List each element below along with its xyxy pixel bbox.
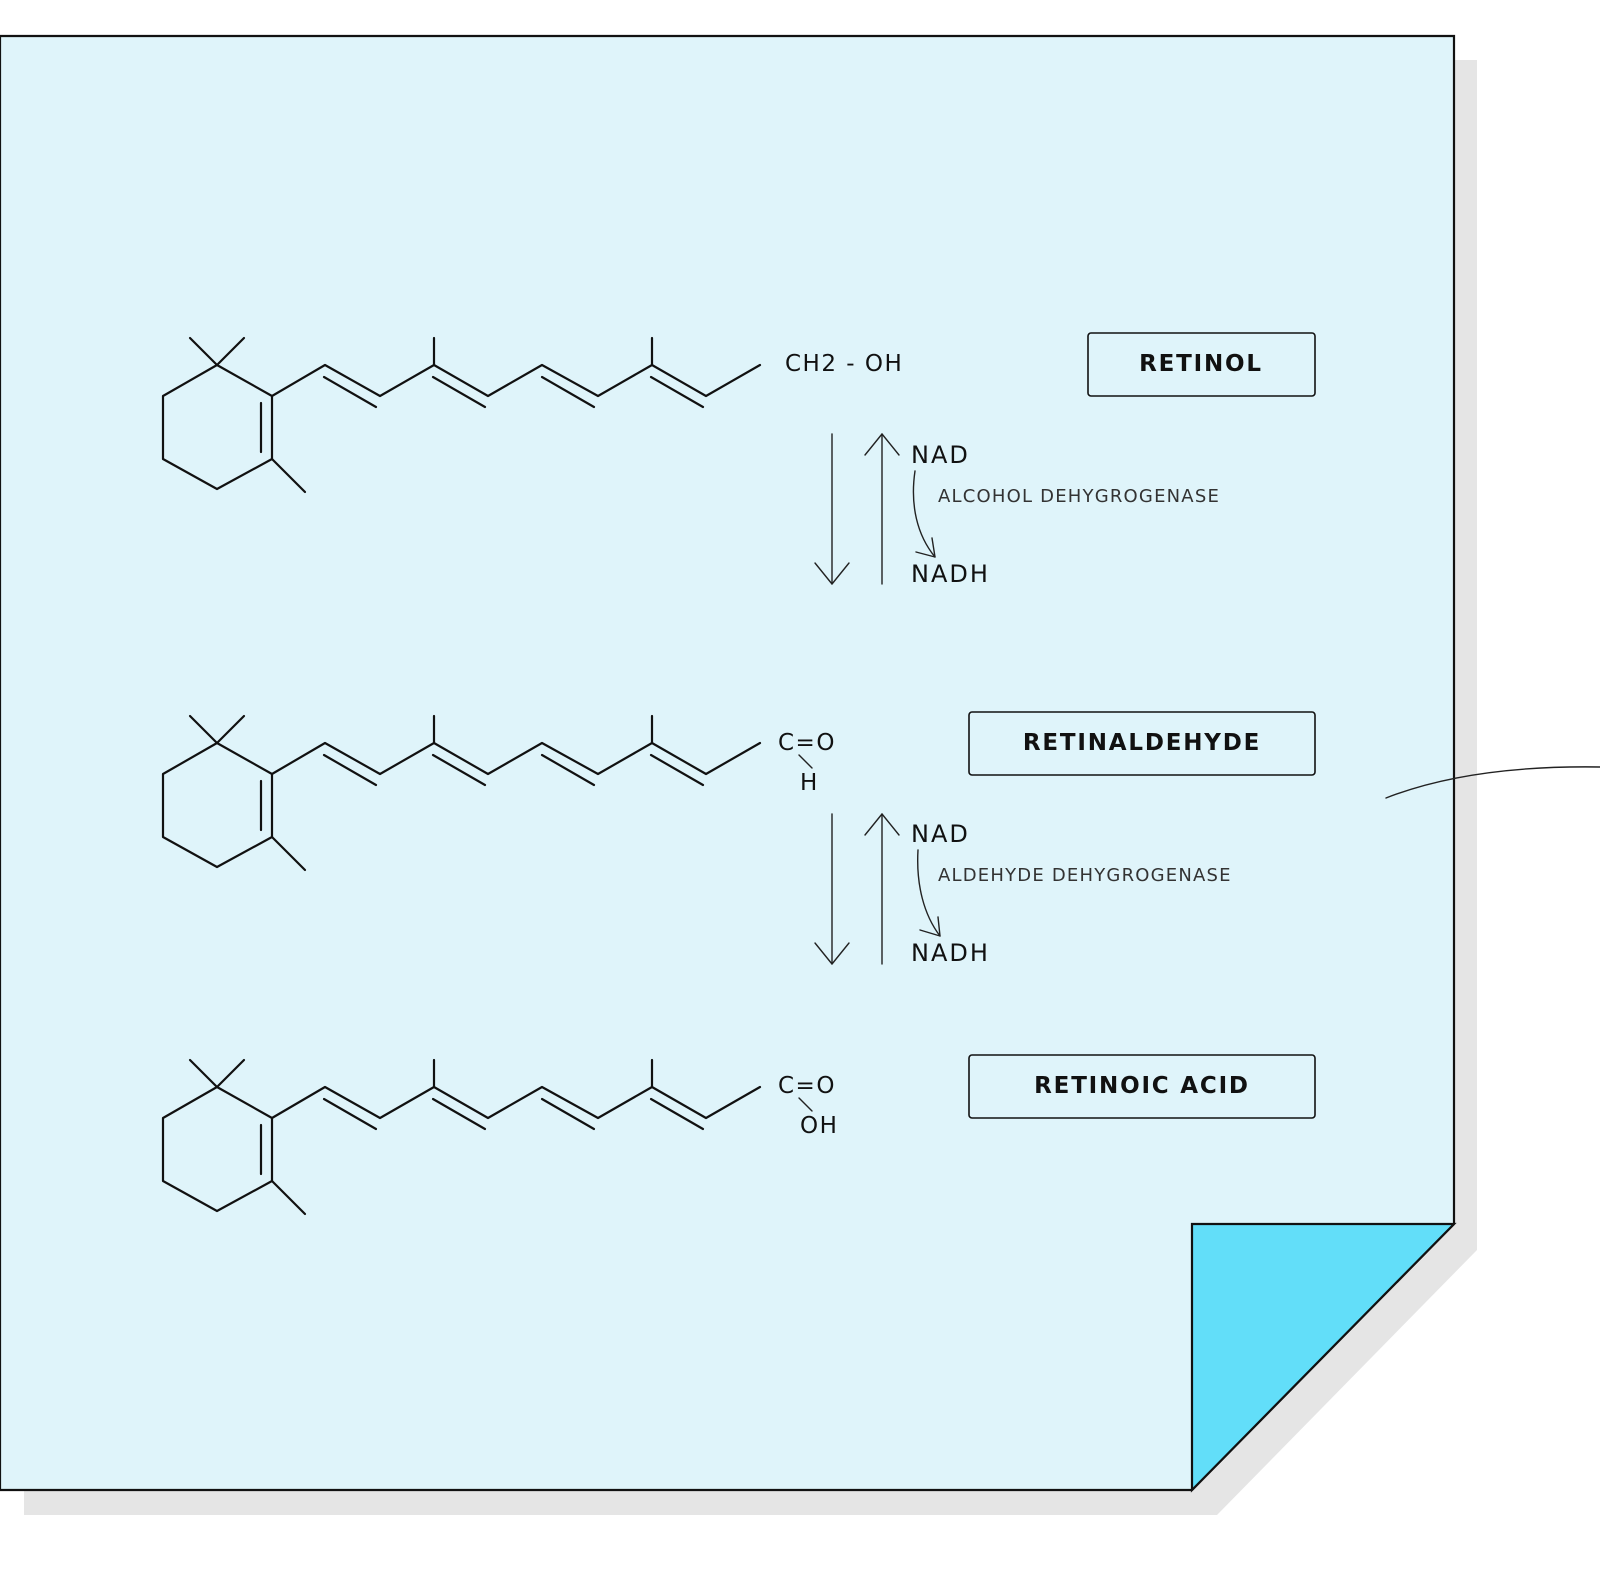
molecule-retinol: CH2 - OH — [161, 336, 903, 494]
end-group-bond — [798, 754, 813, 769]
cofactor-in-label: NAD — [911, 441, 970, 469]
enzyme-label: ALDEHYDE DEHYGROGENASE — [938, 865, 1232, 886]
molecule-skeleton — [161, 336, 762, 494]
cofactor-out-label: NADH — [911, 560, 990, 588]
end-group-label: C=O — [778, 730, 836, 756]
name-box-retinoic-acid: RETINOIC ACID — [968, 1054, 1316, 1119]
molecule-skeleton — [161, 1058, 762, 1216]
forward-arrow-up-icon — [864, 433, 900, 585]
enzyme-label: ALCOHOL DEHYGROGENASE — [938, 486, 1220, 507]
molecule-retinoic-acid: C=O OH — [161, 1058, 838, 1216]
molecule-name: RETINALDEHYDE — [1023, 730, 1261, 756]
name-box-retinol: RETINOL — [1087, 332, 1316, 397]
cofactor-curved-arrow-icon — [912, 470, 936, 558]
end-group-sub-label: H — [800, 770, 819, 796]
name-box-retinaldehyde: RETINALDEHYDE — [968, 711, 1316, 776]
connector-curve — [1385, 766, 1600, 799]
forward-arrow-up-icon — [864, 813, 900, 965]
end-group-sub-label: OH — [800, 1113, 838, 1139]
reaction-step-1: NAD ALCOHOL DEHYGROGENASE NADH — [814, 433, 1220, 588]
molecule-skeleton — [161, 714, 762, 872]
end-group-bond — [798, 1097, 813, 1112]
reaction-step-2: NAD ALDEHYDE DEHYGROGENASE NADH — [814, 813, 1232, 967]
cofactor-out-label: NADH — [911, 939, 990, 967]
cofactor-curved-arrow-icon — [916, 849, 941, 937]
cofactor-in-label: NAD — [911, 820, 970, 848]
end-group-label: C=O — [778, 1073, 836, 1099]
molecule-name: RETINOL — [1139, 351, 1263, 377]
molecule-retinaldehyde: C=O H — [161, 714, 836, 872]
folded-corner — [1190, 1222, 1457, 1493]
reverse-arrow-down-icon — [814, 433, 850, 585]
reverse-arrow-down-icon — [814, 813, 850, 965]
molecule-name: RETINOIC ACID — [1034, 1073, 1250, 1099]
end-group-label: CH2 - OH — [785, 351, 903, 377]
